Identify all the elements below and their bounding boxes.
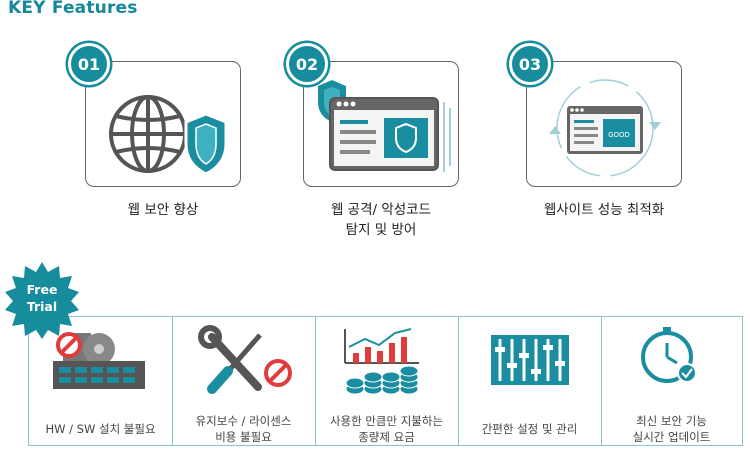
feature-card-web-security: [85, 61, 241, 187]
sliders-icon: [491, 335, 569, 385]
browser-refresh-icon: GOOD: [549, 79, 661, 177]
free-trial-badge[interactable]: Free Trial: [26, 282, 58, 314]
benefit-label: 유지보수 / 라이센스 비용 불필요: [195, 414, 292, 444]
benefit-realtime-update: 최신 보안 기능 실시간 업데이트: [601, 317, 742, 445]
section-title: KEY Features: [8, 0, 138, 18]
good-screen-text: GOOD: [608, 131, 630, 139]
feature-label-attack-defense: 웹 공격/ 악성코드 탐지 및 방어: [330, 202, 432, 238]
chart-coins-icon: [344, 328, 419, 395]
server-no-icon: [53, 332, 145, 389]
benefit-label: 최신 보안 기능 실시간 업데이트: [632, 414, 711, 444]
feature-card-performance: GOOD: [526, 61, 682, 187]
feature-number-badge: 03: [509, 43, 551, 85]
browser-shield-icon: [318, 80, 451, 172]
benefit-label: HW / SW 설치 불필요: [45, 422, 156, 436]
benefit-pay-as-you-go: 사용한 만큼만 지불하는 종량제 요금: [315, 317, 458, 445]
feature-label-performance: 웹사이트 성능 최적화: [543, 202, 665, 218]
benefit-no-maintenance: 유지보수 / 라이센스 비용 불필요: [172, 317, 315, 445]
free-trial-starburst-icon: [5, 262, 79, 339]
benefit-no-install: HW / SW 설치 불필요: [29, 317, 172, 445]
benefit-easy-config: 간편한 설정 및 관리: [458, 317, 601, 445]
wrench-screwdriver-icon: [198, 325, 292, 394]
globe-shield-icon: [109, 95, 228, 176]
benefit-label: 간편한 설정 및 관리: [481, 422, 578, 436]
clock-check-icon: [641, 327, 697, 383]
feature-number-badge: 02: [286, 43, 328, 85]
feature-card-attack-defense: [303, 61, 459, 187]
feature-label-web-security: 웹 보안 향상: [127, 202, 199, 218]
benefits-row: HW / SW 설치 불필요 유지보수 / 라이센스 비용 불필요: [28, 316, 743, 446]
benefit-label: 사용한 만큼만 지불하는 종량제 요금: [329, 414, 444, 444]
feature-number-badge: 01: [68, 43, 110, 85]
